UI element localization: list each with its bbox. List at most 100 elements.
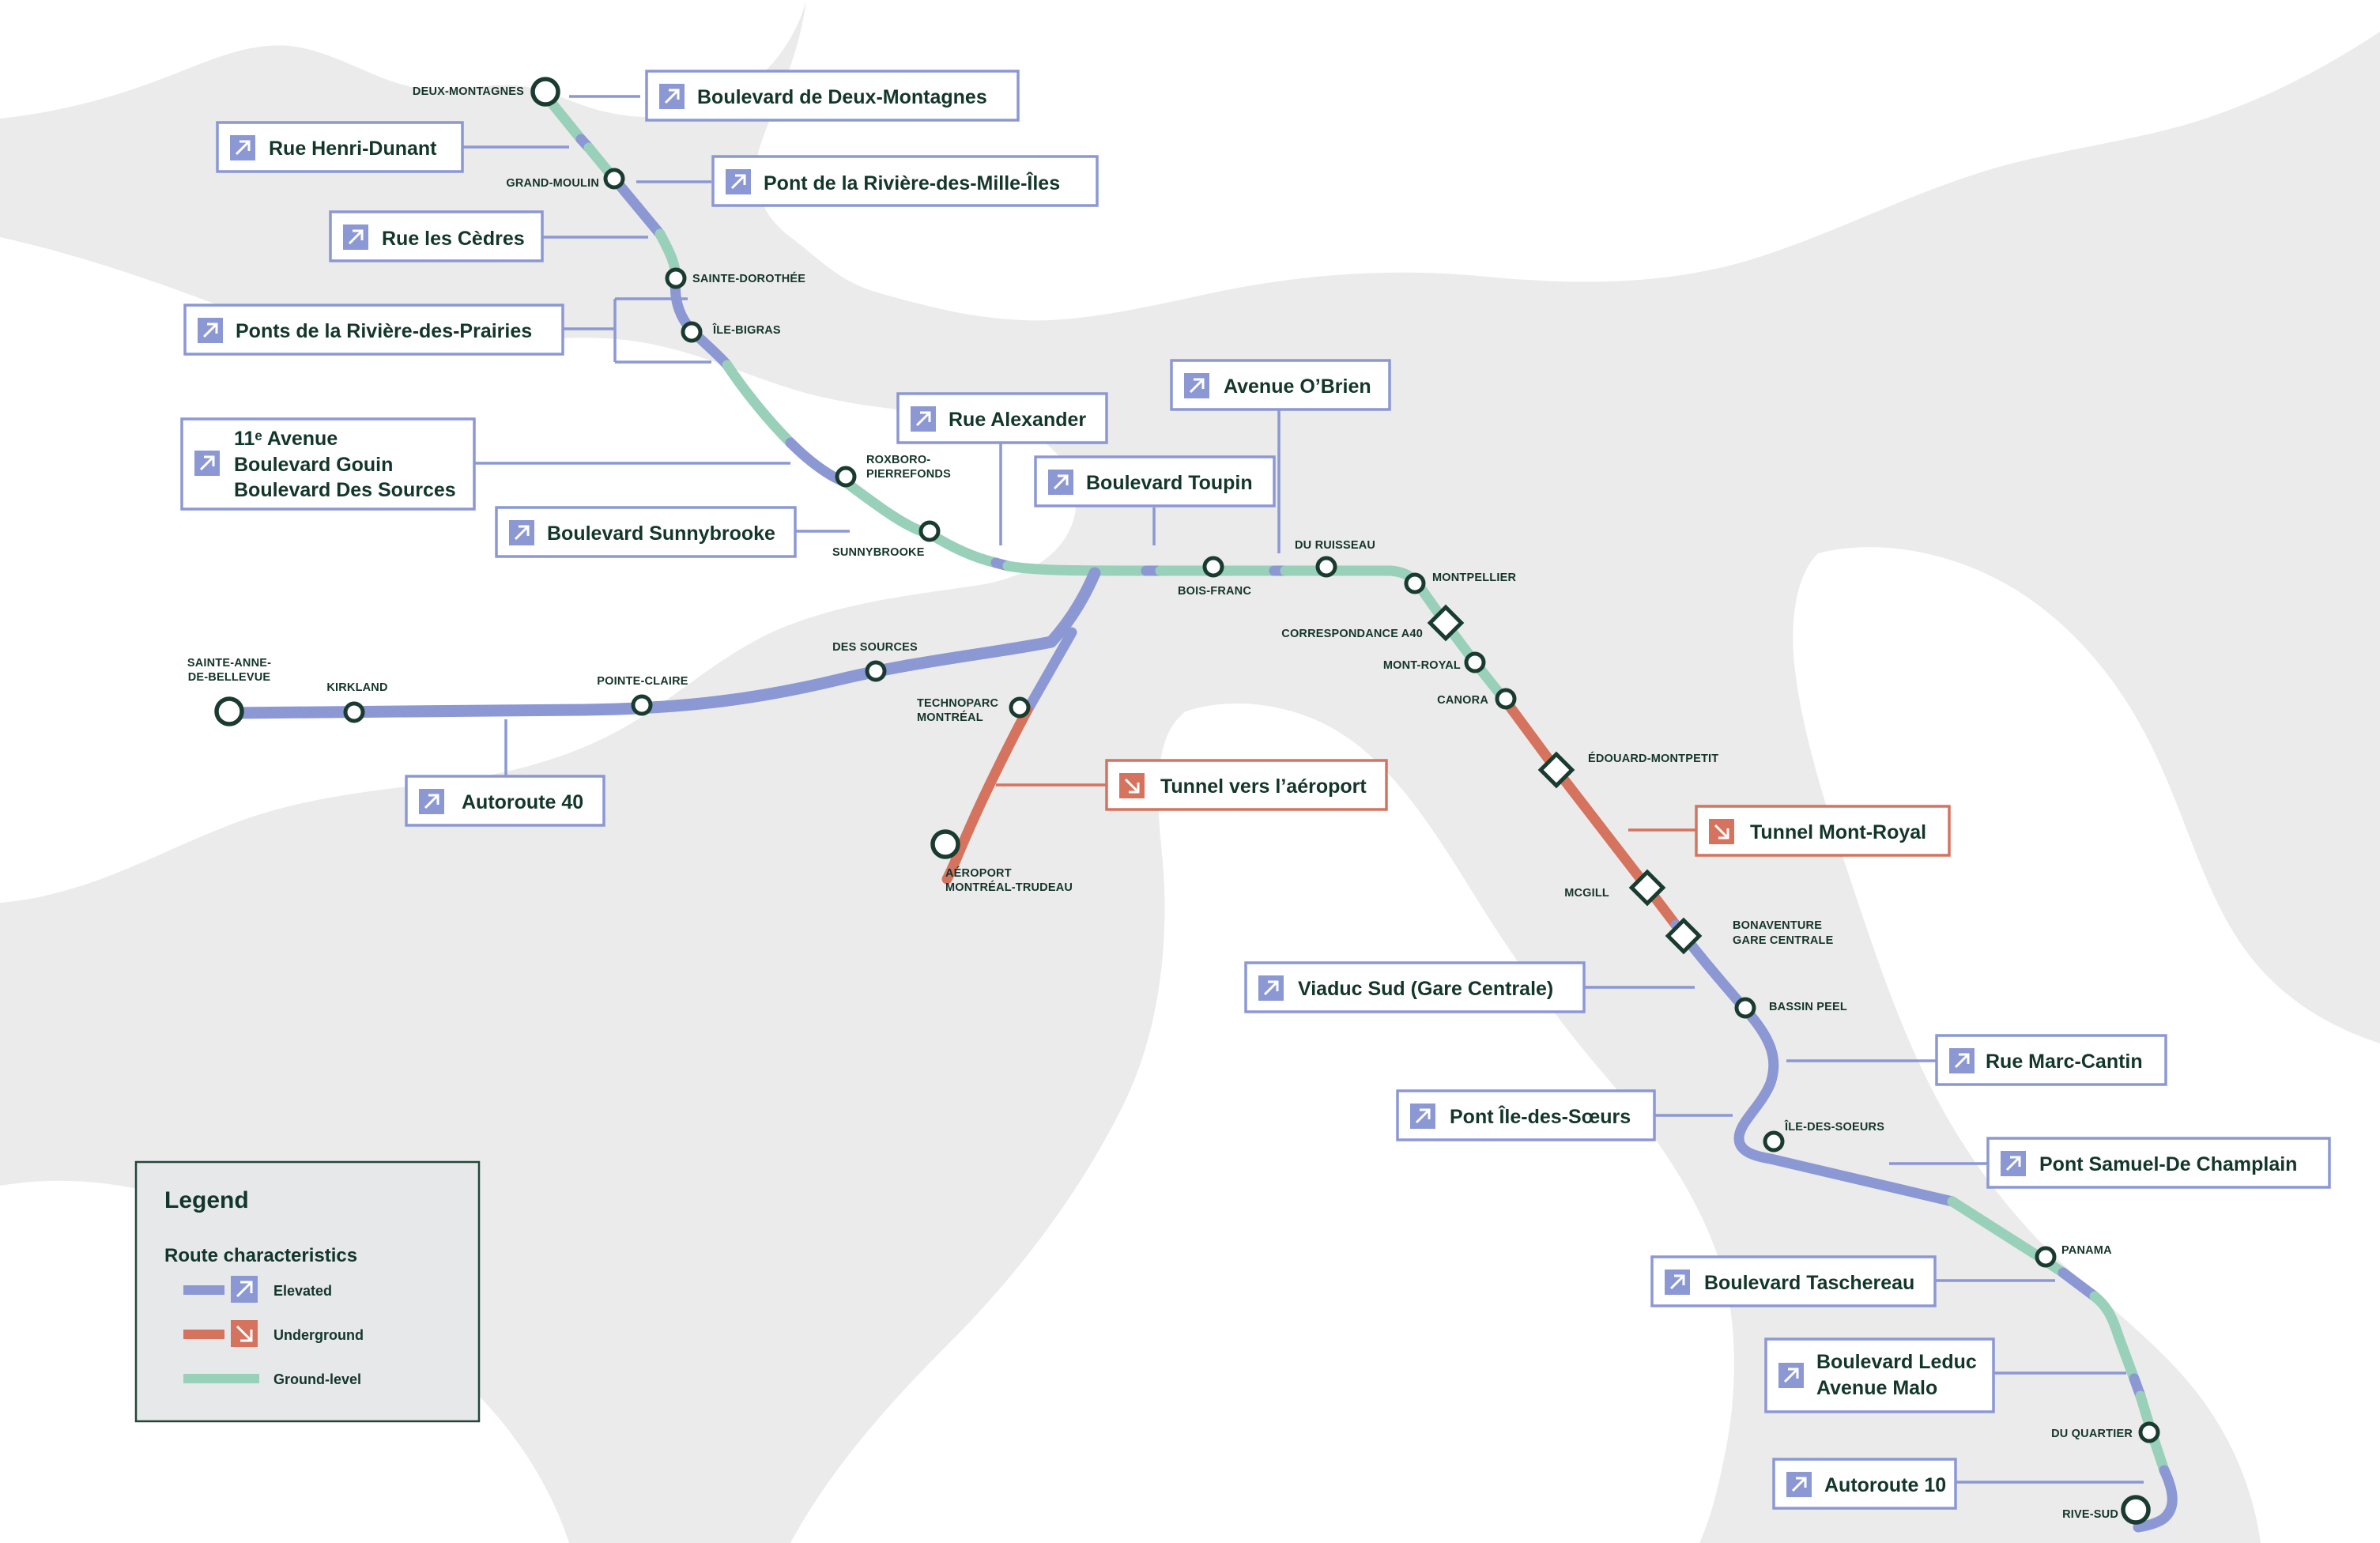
callout-boulevard-sunnybrooke[interactable]: Boulevard Sunnybrooke [495, 506, 797, 558]
stations [214, 77, 2160, 1525]
arrow-up-right-icon [911, 406, 936, 432]
station-pointe-claire [631, 694, 653, 716]
station-label: PANAMA [2061, 1244, 2112, 1257]
svg-text:Rue Henri-Dunant: Rue Henri-Dunant [269, 138, 437, 160]
callout-rue-henri-dunant[interactable]: Rue Henri-Dunant [216, 121, 464, 173]
callout-pont-samuel-de-champlain[interactable]: Pont Samuel-De Champlain [1986, 1137, 2331, 1189]
station-ile-bigras [681, 321, 703, 343]
station-ile-des-soeurs [1763, 1130, 1785, 1153]
legend-item-underground: Underground [183, 1320, 364, 1347]
station-sainte-dorothee [665, 267, 687, 289]
station-canora [1495, 688, 1517, 710]
station-label: MONT-ROYAL [1383, 659, 1461, 672]
svg-text:Rue Marc-Cantin: Rue Marc-Cantin [1986, 1051, 2143, 1073]
arrow-up-right-icon [198, 318, 223, 343]
callout-rue-marc-cantin[interactable]: Rue Marc-Cantin [1935, 1034, 2167, 1086]
station-label: RIVE-SUD [2062, 1508, 2118, 1521]
arrow-up-right-icon [1949, 1048, 1975, 1073]
arrow-down-right-icon [1709, 819, 1734, 844]
callout-avenue-obrien[interactable]: Avenue O’Brien [1170, 359, 1391, 411]
callout-autoroute-10[interactable]: Autoroute 10 [1772, 1458, 1957, 1510]
route-bigras-ground [722, 360, 796, 448]
station-label: ROXBORO-PIERREFONDS [866, 454, 951, 481]
station-label: ÉDOUARD-MONTPETIT [1588, 752, 1718, 765]
arrow-down-right-icon [231, 1320, 258, 1347]
route-autoroute40-elev [223, 567, 1101, 719]
arrow-up-right-icon [194, 451, 220, 476]
station-kirkland [343, 701, 365, 723]
station-label: SAINTE-DOROTHÉE [692, 272, 805, 285]
station-label: CORRESPONDANCE A40 [1281, 628, 1423, 640]
station-montpellier [1404, 572, 1426, 594]
station-label: KIRKLAND [326, 681, 387, 694]
svg-text:Pont Samuel-De Champlain: Pont Samuel-De Champlain [2039, 1153, 2297, 1175]
station-label: POINTE-CLAIRE [597, 675, 688, 688]
station-sunnybrooke [918, 520, 941, 542]
svg-text:Boulevard Sunnybrooke: Boulevard Sunnybrooke [547, 523, 775, 545]
svg-text:Ponts de la Rivière-des-Prairi: Ponts de la Rivière-des-Prairies [236, 320, 532, 342]
station-label: DEUX-MONTAGNES [413, 85, 524, 98]
arrow-up-right-icon [1048, 470, 1073, 495]
arrow-up-right-icon [1778, 1363, 1804, 1388]
station-bassin-peel [1734, 997, 1756, 1019]
callout-tunnel-mont-royal[interactable]: Tunnel Mont-Royal [1695, 805, 1951, 857]
arrow-up-right-icon [1786, 1472, 1812, 1497]
callout-boulevard-toupin[interactable]: Boulevard Toupin [1034, 455, 1276, 507]
arrow-up-right-icon [726, 169, 751, 194]
legend: Legend Route characteristics Elevated Un… [134, 1160, 481, 1423]
arrow-up-right-icon [230, 135, 255, 160]
station-roxboro [835, 466, 857, 488]
route-airport-tunnel [941, 704, 1033, 885]
callout-viaduc-sud[interactable]: Viaduc Sud (Gare Centrale) [1244, 961, 1586, 1013]
callout-rue-les-cedres[interactable]: Rue les Cèdres [329, 210, 544, 262]
station-mont-royal [1464, 651, 1486, 673]
station-grand-moulin [603, 168, 625, 190]
station-label: SAINTE-ANNE-DE-BELLEVUE [187, 657, 271, 684]
callout-boulevard-leduc-avenue-malo[interactable]: Boulevard Leduc Avenue Malo [1764, 1337, 1995, 1413]
arrow-up-right-icon [231, 1276, 258, 1303]
arrow-up-right-icon [1410, 1103, 1435, 1129]
svg-text:Boulevard Leduc: Boulevard Leduc [1816, 1351, 1977, 1373]
svg-text:Pont de la Rivière-des-Mille-Î: Pont de la Rivière-des-Mille-Îles [764, 171, 1060, 194]
callout-11e-avenue-gouin-des-sources[interactable]: 11ᵉ Avenue Boulevard Gouin Boulevard Des… [180, 417, 476, 511]
arrow-up-right-icon [419, 789, 444, 814]
route-grand-moulin-elev [609, 173, 666, 240]
station-label: BASSIN PEEL [1769, 1001, 1847, 1013]
station-label: SUNNYBROOKE [832, 546, 925, 559]
station-labels: DEUX-MONTAGNES GRAND-MOULIN SAINTE-DOROT… [187, 85, 2133, 1521]
route-central-ground-1 [1002, 560, 1152, 576]
svg-text:Boulevard Gouin: Boulevard Gouin [234, 454, 393, 476]
station-aeroport [930, 829, 960, 859]
svg-text:Boulevard de Deux-Montagnes: Boulevard de Deux-Montagnes [697, 86, 987, 108]
callout-connectors [462, 95, 2144, 1484]
station-label: ÎLE-DES-SOEURS [1784, 1119, 1884, 1134]
svg-text:Tunnel Mont-Royal: Tunnel Mont-Royal [1750, 821, 1926, 843]
legend-title: Legend [164, 1187, 249, 1213]
callout-boulevard-de-deux-montagnes[interactable]: Boulevard de Deux-Montagnes [645, 70, 1020, 122]
arrow-up-right-icon [343, 224, 368, 250]
station-label: CANORA [1437, 694, 1488, 707]
station-label: GRAND-MOULIN [506, 177, 599, 190]
svg-text:Rue Alexander: Rue Alexander [949, 409, 1086, 431]
svg-text:Pont Île-des-Sœurs: Pont Île-des-Sœurs [1450, 1104, 1631, 1128]
callout-ponts-riviere-des-prairies[interactable]: Ponts de la Rivière-des-Prairies [183, 304, 564, 356]
callout-autoroute-40[interactable]: Autoroute 40 [405, 775, 605, 827]
callout-rue-alexander[interactable]: Rue Alexander [896, 392, 1108, 444]
station-correspondance-a40 [1427, 604, 1465, 642]
callout-boulevard-taschereau[interactable]: Boulevard Taschereau [1650, 1255, 1937, 1307]
callout-tunnel-vers-aeroport[interactable]: Tunnel vers l’aéroport [1105, 759, 1388, 811]
callout-pont-riviere-des-mille-iles[interactable]: Pont de la Rivière-des-Mille-Îles [711, 155, 1099, 207]
arrow-up-right-icon [1184, 373, 1209, 398]
svg-text:11ᵉ Avenue: 11ᵉ Avenue [234, 428, 338, 450]
arrow-up-right-icon [659, 84, 685, 109]
station-rive-sud [2121, 1495, 2151, 1525]
station-sainte-anne-de-bellevue [214, 696, 244, 726]
svg-text:Autoroute 10: Autoroute 10 [1824, 1474, 1946, 1496]
arrow-up-right-icon [1258, 975, 1284, 1001]
route-leduc-ground [2089, 1291, 2140, 1384]
callout-pont-ile-des-soeurs[interactable]: Pont Île-des-Sœurs [1396, 1089, 1656, 1141]
station-label: MCGILL [1564, 887, 1609, 900]
